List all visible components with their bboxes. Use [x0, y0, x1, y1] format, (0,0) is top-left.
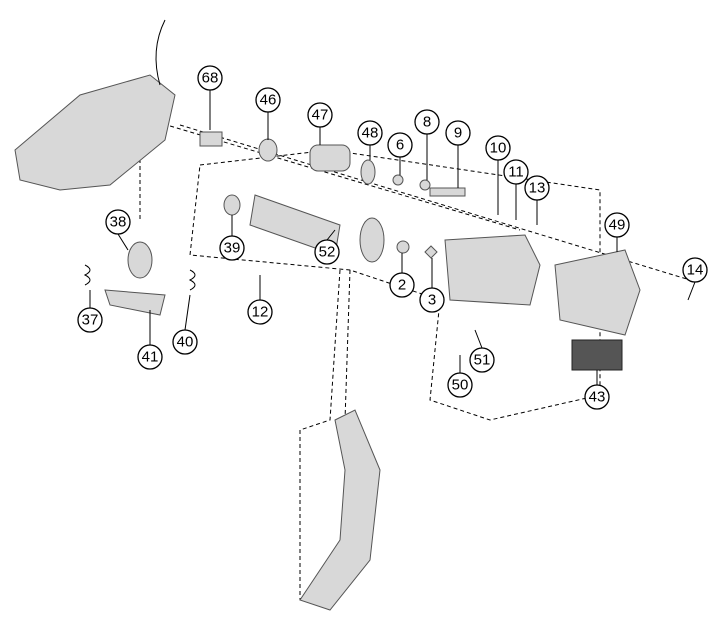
callout-circle: [414, 109, 440, 135]
callout-circle: [247, 299, 273, 325]
callout-label: 9: [454, 125, 462, 142]
callout-50: 50: [447, 372, 473, 398]
callout-label: 46: [260, 92, 277, 109]
callout-circle: [445, 120, 471, 146]
callout-label: 13: [529, 180, 546, 197]
part-9: [429, 187, 466, 197]
callout-circle: [584, 384, 610, 410]
callout-6: 6: [387, 132, 413, 158]
callout-37: 37: [77, 307, 103, 333]
callout-label: 2: [398, 277, 406, 294]
callout-label: 51: [474, 352, 491, 369]
callout-46: 46: [255, 87, 281, 113]
part-3: [424, 245, 438, 259]
callout-circle: [389, 272, 415, 298]
callout-39: 39: [219, 235, 245, 261]
callout-label: 50: [452, 377, 469, 394]
callout-51: 51: [469, 347, 495, 373]
callout-47: 47: [307, 102, 333, 128]
callout-circle: [524, 175, 550, 201]
callout-41: 41: [137, 344, 163, 370]
callout-label: 11: [508, 164, 524, 181]
callout-label: 43: [589, 389, 606, 406]
callout-circle: [503, 159, 529, 185]
callout-circle: [357, 120, 383, 146]
callout-label: 40: [177, 334, 194, 351]
callout-3: 3: [419, 287, 445, 313]
callout-circle: [307, 102, 333, 128]
part-68: [199, 131, 223, 147]
callout-label: 8: [423, 114, 431, 131]
callout-circle: [387, 132, 413, 158]
callout-circle: [314, 239, 340, 265]
callout-68: 68: [197, 65, 223, 91]
callout-circle: [469, 347, 495, 373]
callout-circle: [604, 212, 630, 238]
callout-circle: [77, 307, 103, 333]
part-38: [127, 241, 153, 279]
callout-label: 52: [319, 244, 336, 261]
part-41: [104, 289, 166, 316]
callout-49: 49: [604, 212, 630, 238]
callout-10: 10: [485, 135, 511, 161]
callout-circle: [105, 209, 131, 235]
callout-circle: [682, 257, 708, 283]
callout-circle: [137, 344, 163, 370]
callout-40: 40: [172, 329, 198, 355]
callout-circle: [447, 372, 473, 398]
callout-8: 8: [414, 109, 440, 135]
callout-label: 3: [428, 292, 436, 309]
spring-40: [188, 269, 196, 291]
callout-14: 14: [682, 257, 708, 283]
callout-label: 10: [490, 140, 507, 157]
motor-housing: [444, 234, 541, 306]
callout-label: 68: [202, 70, 219, 87]
callout-11: 11: [503, 159, 529, 185]
callout-circle: [197, 65, 223, 91]
callout-label: 49: [609, 217, 626, 234]
callout-48: 48: [357, 120, 383, 146]
callout-13: 13: [524, 175, 550, 201]
callout-43: 43: [584, 384, 610, 410]
callout-label: 14: [687, 262, 704, 279]
callout-label: 37: [82, 312, 99, 329]
part-49: [554, 249, 641, 336]
callout-label: 47: [312, 107, 329, 124]
part-43: [571, 339, 623, 371]
part-8: [419, 179, 431, 191]
callout-circle: [219, 235, 245, 261]
part-52: [359, 217, 385, 263]
callout-9: 9: [445, 120, 471, 146]
handle: [299, 409, 381, 611]
callout-circle: [485, 135, 511, 161]
callout-label: 6: [396, 137, 404, 154]
callout-circle: [172, 329, 198, 355]
callout-label: 38: [110, 214, 127, 231]
part-47: [309, 144, 351, 172]
callout-label: 41: [142, 349, 159, 366]
callout-label: 39: [224, 240, 241, 257]
gear-housing: [14, 74, 176, 191]
part-48: [360, 159, 376, 185]
part-2: [396, 240, 410, 254]
callout-label: 48: [362, 125, 379, 142]
callout-2: 2: [389, 272, 415, 298]
callout-circle: [419, 287, 445, 313]
callout-circle: [255, 87, 281, 113]
part-6: [392, 174, 404, 186]
callout-label: 12: [252, 304, 269, 321]
callout-38: 38: [105, 209, 131, 235]
callout-12: 12: [247, 299, 273, 325]
leader-lines: [89, 90, 696, 385]
callout-52: 52: [314, 239, 340, 265]
spring-37: [83, 264, 91, 286]
